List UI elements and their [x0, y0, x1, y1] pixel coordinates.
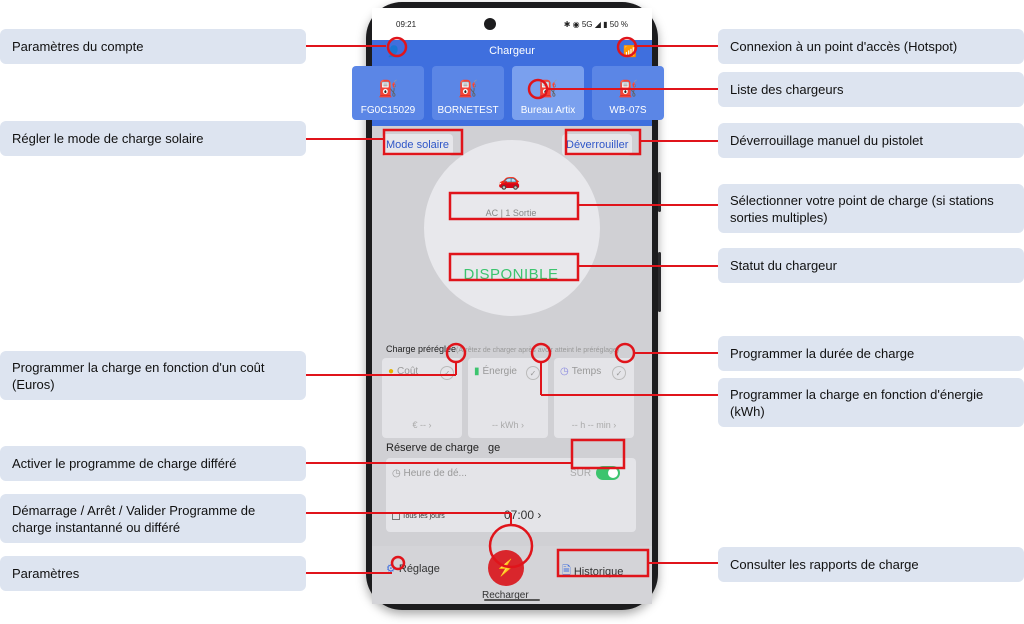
charger-tile[interactable]: ⛽ FG0C15029: [352, 66, 424, 120]
charger-pump-icon: ⛽: [458, 81, 478, 98]
charger-name: BORNETEST: [437, 105, 499, 116]
reserve-card: ◷ Heure de dé... SUR Tous les jours 07:0…: [386, 458, 636, 532]
charger-list: ⛽ FG0C15029 ⛽ BORNETEST ⛽ Bureau Artix ⛽…: [352, 62, 664, 126]
callout-history-reports: Consulter les rapports de charge: [718, 547, 1024, 582]
callout-settings: Paramètres: [0, 556, 306, 591]
charger-pump-icon: ⛽: [618, 81, 638, 98]
check-icon[interactable]: ✓: [440, 366, 454, 380]
car-icon: 🚗: [498, 170, 521, 190]
battery-icon: ▮: [474, 366, 480, 377]
preset-cost-card[interactable]: ●Coût ✓ € -- ›: [382, 358, 462, 438]
preset-title: Charge préréglée(Arrêtez de charger aprè…: [386, 344, 619, 354]
callout-start-stop: Démarrage / Arrêt / Valider Programme de…: [0, 494, 306, 543]
check-icon[interactable]: ✓: [526, 366, 540, 380]
charger-tile-selected[interactable]: ⛽ Bureau Artix: [512, 66, 584, 120]
preset-time-value: -- h -- min ›: [571, 420, 617, 430]
status-bar: 09:21 ✱ ◉ 5G ◢ ▮ 50 %: [372, 8, 652, 40]
sur-label: SUR: [570, 468, 592, 479]
nav-history-label: Historique: [573, 565, 624, 578]
days-label: Tous les jours: [402, 512, 445, 520]
callout-manual-unlock: Déverrouillage manuel du pistolet: [718, 123, 1024, 158]
callout-charger-list: Liste des chargeurs: [718, 72, 1024, 107]
phone-frame: 09:21 ✱ ◉ 5G ◢ ▮ 50 % 👤 Chargeur 📶 ⛽ FG0…: [352, 2, 664, 610]
clock-icon: ◷: [560, 366, 569, 377]
coin-icon: ●: [388, 366, 395, 377]
status-time: 09:21: [396, 19, 417, 29]
preset-energy-card[interactable]: ▮Énergie ✓ -- kWh ›: [468, 358, 548, 438]
charge-label: Recharger: [482, 590, 529, 601]
callout-select-outlet: Sélectionner votre point de charge (si s…: [718, 184, 1024, 233]
reserve-title-overlap: ge: [488, 442, 501, 454]
preset-time-card[interactable]: ◷Temps ✓ -- h -- min ›: [554, 358, 634, 438]
account-icon[interactable]: 👤: [387, 45, 401, 58]
clock-icon: ◷: [392, 468, 401, 479]
nav-settings-label: Réglage: [398, 562, 440, 575]
phone-screen: 09:21 ✱ ◉ 5G ◢ ▮ 50 % 👤 Chargeur 📶 ⛽ FG0…: [352, 8, 664, 604]
reserve-title-text: Réserve de charge: [386, 442, 479, 454]
home-indicator: [484, 599, 540, 601]
callout-cost-schedule: Programmer la charge en fonction d'un co…: [0, 351, 306, 400]
charger-tile[interactable]: ⛽ BORNETEST: [432, 66, 504, 120]
charger-pump-icon: ⛽: [378, 81, 398, 98]
charger-name: FG0C15029: [360, 105, 416, 116]
status-indicators: ✱ ◉ 5G ◢ ▮ 50 %: [563, 19, 628, 29]
volume-button: [658, 172, 661, 212]
solar-mode-button[interactable]: Mode solaire: [382, 134, 453, 156]
callout-energy-schedule: Programmer la charge en fonction d'énerg…: [718, 378, 1024, 427]
preset-energy-label: Énergie: [482, 366, 517, 377]
callout-deferred-program: Activer le programme de charge différé: [0, 446, 306, 481]
status-circle: [424, 140, 600, 316]
preset-time-label: Temps: [571, 366, 602, 377]
preset-cost-value: € -- ›: [412, 420, 432, 430]
nav-settings[interactable]: ⚙ Réglage: [386, 562, 440, 576]
bottom-nav: ⚙ Réglage ⚡ Recharger 🗎 Historique: [372, 546, 652, 604]
callout-hotspot: Connexion à un point d'accès (Hotspot): [718, 29, 1024, 64]
main-content: 🚗 AC | 1 Sortie DISPONIBLE Mode solaire …: [372, 126, 652, 604]
charge-button[interactable]: ⚡: [488, 550, 524, 586]
callout-account-settings: Paramètres du compte: [0, 29, 306, 64]
preset-hint: (Arrêtez de charger après avoir atteint …: [456, 347, 620, 354]
start-time-placeholder: Heure de dé...: [403, 468, 467, 479]
charger-name: Bureau Artix: [520, 105, 576, 116]
callout-solar-mode: Régler le mode de charge solaire: [0, 121, 306, 156]
app-title: Chargeur: [489, 45, 535, 57]
charger-tile[interactable]: ⛽ WB-07S: [592, 66, 664, 120]
deferred-toggle[interactable]: [596, 466, 620, 480]
charger-pump-icon: ⛽: [538, 81, 558, 98]
charger-name: WB-07S: [609, 105, 647, 116]
callout-duration-schedule: Programmer la durée de charge: [718, 336, 1024, 371]
nav-history[interactable]: 🗎 Historique: [562, 562, 623, 581]
callout-charger-status: Statut du chargeur: [718, 248, 1024, 283]
power-button: [658, 252, 661, 312]
preset-title-text: Charge préréglée: [386, 344, 457, 354]
schedule-time[interactable]: 07:00 ›: [504, 508, 542, 522]
charger-status: DISPONIBLE: [463, 266, 559, 283]
preset-energy-value: -- kWh ›: [492, 420, 524, 430]
preset-cost-label: Coût: [397, 366, 419, 377]
everyday-checkbox[interactable]: Tous les jours: [392, 512, 445, 520]
app-bar: 👤 Chargeur 📶: [372, 40, 652, 62]
wifi-icon[interactable]: 📶: [623, 45, 637, 58]
gear-icon: ⚙: [386, 563, 396, 575]
check-icon[interactable]: ✓: [612, 366, 626, 380]
front-camera: [483, 18, 496, 30]
reserve-title: Réserve de charge ge: [386, 442, 500, 454]
start-time-field[interactable]: ◷ Heure de dé...: [392, 468, 467, 479]
checkbox-box[interactable]: [392, 512, 400, 520]
outlet-selector[interactable]: AC | 1 Sortie: [485, 208, 537, 218]
unlock-button[interactable]: Déverrouiller: [562, 134, 633, 156]
lightning-icon: ⚡: [496, 560, 516, 577]
document-icon: 🗎: [562, 565, 571, 577]
